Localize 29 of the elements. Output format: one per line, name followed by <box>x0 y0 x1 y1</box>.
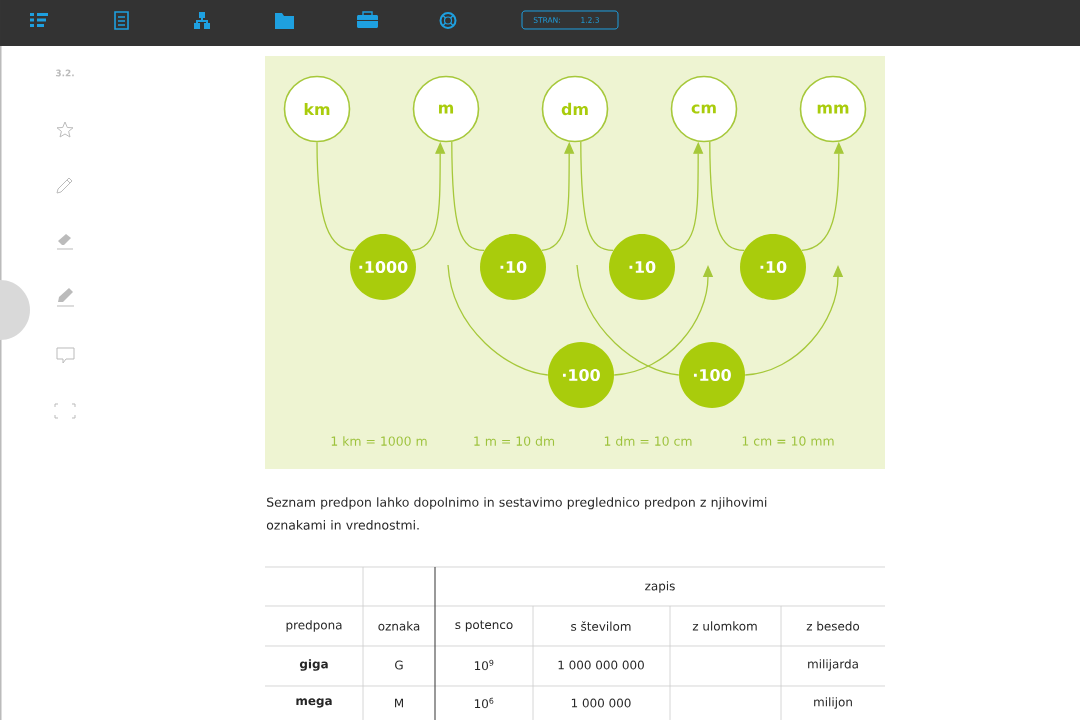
paragraph: Seznam predpon lahko dopolnimo in sestavimo preglednico predpon z njihovimi oznakami in vrednostmi. <box>266 497 767 530</box>
table-cell: 10$^{9}$ <box>474 659 494 671</box>
column-header: z besedo <box>806 621 860 631</box>
column-header: s številom <box>571 621 631 631</box>
equation: 1 dm = 10 cm <box>604 436 692 446</box>
equation: 1 m = 10 dm <box>474 436 555 446</box>
table-cell: milijon <box>814 697 852 709</box>
connector-line <box>447 264 549 376</box>
table-cell: G <box>395 660 403 670</box>
section-number: 3.2. <box>55 69 74 77</box>
table-cell: 1 000 000 000 <box>558 660 644 670</box>
table-cell: M <box>395 698 403 708</box>
column-header: predpona <box>286 620 342 632</box>
table-cell: 1 000 000 <box>571 698 631 708</box>
connector-line <box>580 141 614 252</box>
column-header: s potenco <box>455 620 513 632</box>
column-header: z ulomkom <box>692 621 757 631</box>
column-header: zapis <box>645 581 675 593</box>
table-cell: 10$^{6}$ <box>474 697 494 709</box>
table-cell: mega <box>296 698 332 708</box>
table-cell: milijarda <box>808 659 858 671</box>
connector-line <box>709 141 745 252</box>
table-cell: giga <box>299 659 328 671</box>
equation: 1 cm = 10 mm <box>742 436 834 446</box>
equation: 1 km = 1000 m <box>331 436 427 446</box>
connector-line <box>316 141 355 252</box>
column-header: oznaka <box>378 621 420 631</box>
connector-line <box>451 141 485 252</box>
connector-line <box>576 264 680 376</box>
